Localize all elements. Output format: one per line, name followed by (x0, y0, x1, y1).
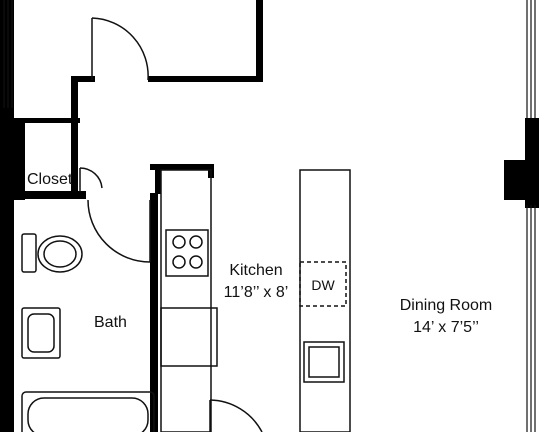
kitchen-label: Kitchen (229, 262, 282, 279)
bath-label: Bath (94, 314, 127, 331)
toilet-bowl (37, 235, 83, 273)
refrigerator (160, 307, 218, 367)
wall-closet-top (14, 118, 80, 123)
closet-label: Closet (27, 171, 73, 188)
island-sink (303, 341, 345, 383)
toilet-tank (21, 233, 37, 273)
wall-upper-vertical-left (71, 76, 78, 194)
labels: Closet Bath Kitchen 11’8’’ x 8’ DW Dinin… (27, 171, 492, 336)
wall-upper-horizontal (71, 76, 95, 82)
wall-closet-left (0, 118, 25, 200)
dishwasher-label: DW (311, 277, 335, 293)
bath-fixtures (21, 233, 155, 432)
doors (79, 17, 263, 432)
windows (3, 0, 536, 432)
kitchen-dimensions: 11’8’’ x 8’ (224, 284, 289, 301)
door-bottom-swing (209, 399, 263, 432)
wall-bath-top (0, 191, 86, 199)
kitchen-fixtures (160, 169, 351, 432)
kitchen-island (299, 169, 351, 432)
stove (165, 229, 209, 277)
kitchen-counter-left (160, 169, 212, 432)
dining-room-label: Dining Room (400, 297, 492, 314)
wall-kitchen-top (150, 164, 214, 170)
bathtub (21, 391, 155, 432)
wall-right-column (504, 160, 528, 200)
wall-kitchen-left (150, 193, 158, 432)
bath-sink-counter (21, 307, 61, 359)
wall-kitchen-stub (155, 164, 161, 194)
dining-room-dimensions: 14’ x 7’5’’ (413, 319, 479, 336)
wall-bedroom-bottom (148, 76, 263, 82)
door-bath-swing (87, 199, 151, 263)
dishwasher (299, 261, 347, 307)
door-upper-swing (91, 17, 149, 81)
wall-bedroom-right (256, 0, 263, 82)
bath-sink-basin (27, 313, 55, 353)
wall-right-exterior-upper (525, 118, 539, 208)
door-closet-swing (79, 167, 103, 189)
